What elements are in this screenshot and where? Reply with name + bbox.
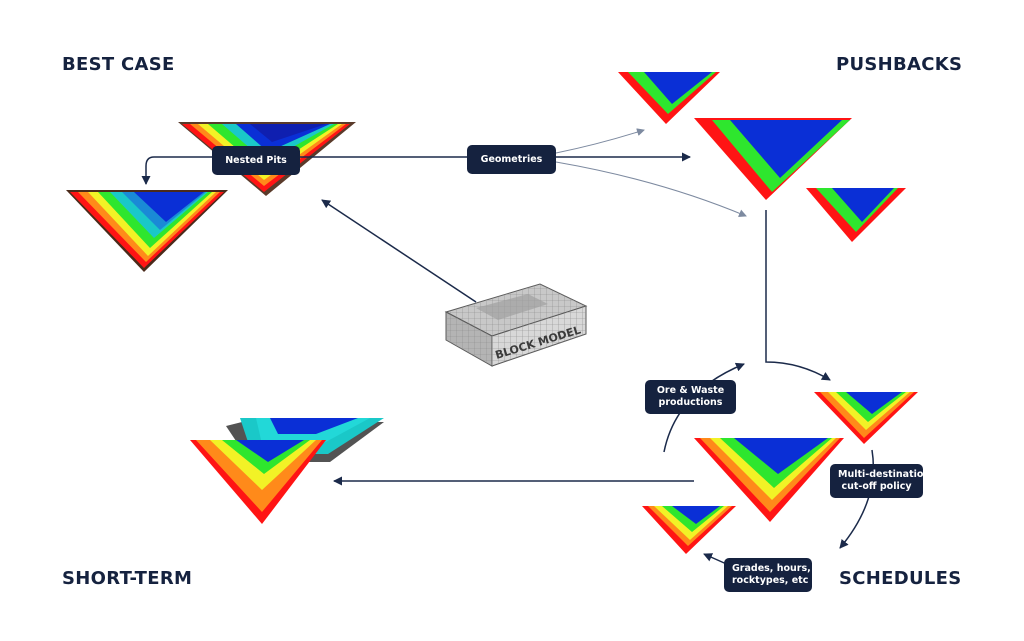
grades-tag: Grades, hours, rocktypes, etc <box>724 558 812 592</box>
multi-destination-tag: Multi-destination cut-off policy <box>830 464 931 498</box>
block-model: BLOCK MODEL <box>444 283 588 367</box>
pushbacks-to-schedules-arrow <box>765 210 831 381</box>
pushback-pit-main <box>694 118 852 200</box>
cycle-arrow-right <box>839 449 875 549</box>
nested-pits-tag: Nested Pits <box>212 146 300 175</box>
multi-destination-line-2: cut-off policy <box>841 481 912 492</box>
grades-line-1: Grades, hours, <box>732 563 811 574</box>
short-term-pit-main <box>190 440 326 524</box>
short-term-title: SHORT-TERM <box>62 568 193 589</box>
best-case-pit-front <box>66 190 228 272</box>
schedule-pit-top <box>814 392 918 444</box>
schedules-title: SCHEDULES <box>839 568 962 589</box>
block-model-arrow <box>321 199 477 303</box>
geometries-arrow-down <box>555 161 747 217</box>
geometries-tag: Geometries <box>467 145 556 174</box>
ore-waste-line-2: productions <box>658 397 723 408</box>
nested-pits-arrow <box>141 156 212 185</box>
geometries-arrow-up <box>555 128 645 154</box>
schedule-pit-main <box>694 438 844 522</box>
ore-waste-line-1: Ore & Waste <box>656 385 725 396</box>
ore-waste-tag: Ore & Waste productions <box>645 380 736 414</box>
best-case-title: BEST CASE <box>62 54 175 75</box>
grades-line-2: rocktypes, etc <box>732 575 809 586</box>
multi-destination-line-1: Multi-destination <box>838 469 931 480</box>
schedule-pit-small <box>642 506 736 554</box>
pushback-pit-top <box>618 72 720 124</box>
pushback-pit-small <box>806 188 906 242</box>
pushbacks-title: PUSHBACKS <box>836 54 963 75</box>
